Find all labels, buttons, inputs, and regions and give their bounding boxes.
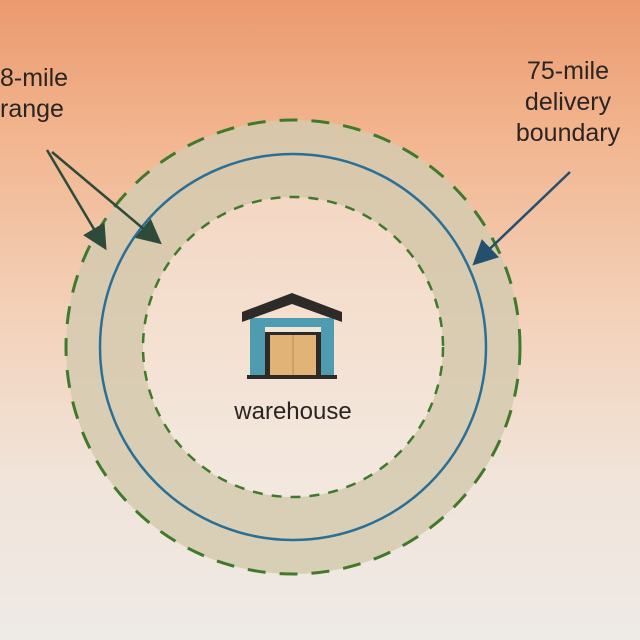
warehouse-icon [242,293,342,379]
range-label-line2: range [0,95,64,123]
boundary-label-line2: delivery [524,88,612,116]
boundary-arrow [472,171,571,266]
range-arrow-outer [45,149,107,251]
outer-range-dashed-circle [64,118,522,576]
boundary-label-line3: boundary [515,119,621,147]
delivery-boundary-circle [98,152,488,542]
range-label-line1: 8-mile [0,64,69,92]
delivery-boundary-label: 75-mile delivery boundary [498,56,638,149]
range-label: 8-mile range [0,63,68,125]
boundary-label-line1: 75-mile [527,57,609,85]
warehouse-label: warehouse [234,398,352,425]
range-arrow-inner [51,151,162,245]
inner-range-dashed-circle [141,195,445,499]
